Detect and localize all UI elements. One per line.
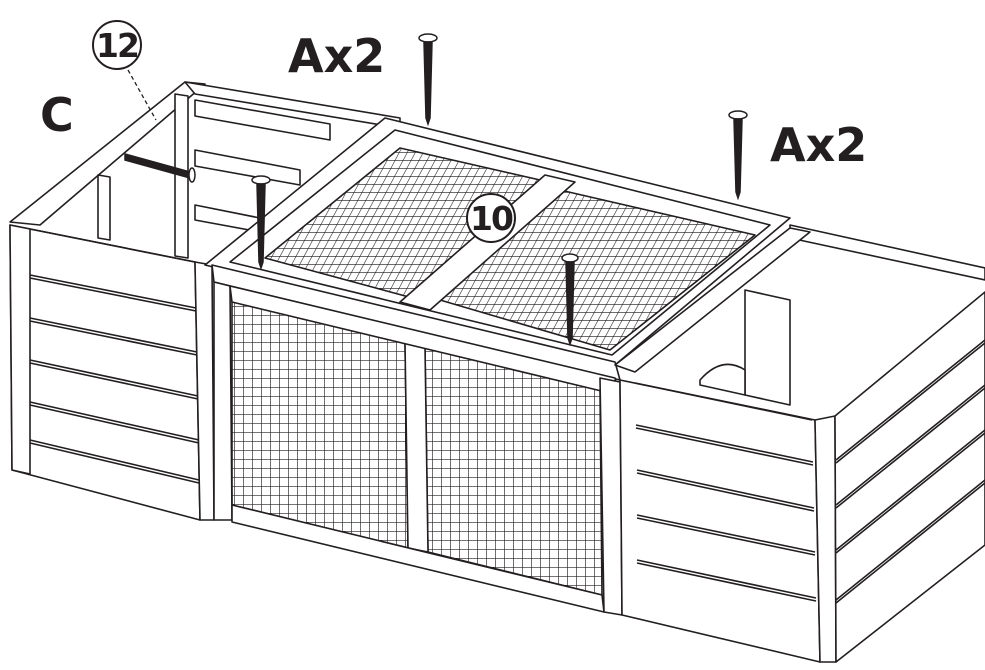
left-module-top-rail: [9, 81, 206, 226]
part-callout-12: 12: [92, 20, 142, 70]
quantity-label-left: Ax2: [288, 29, 386, 83]
screw-icon: [251, 175, 271, 271]
leader-line-12: [127, 69, 157, 121]
screw-icon: [728, 110, 748, 201]
screw-icon: [124, 153, 196, 183]
quantity-label-right: Ax2: [770, 118, 868, 172]
part-callout-10: 10: [466, 193, 516, 243]
screw-icon: [124, 33, 748, 347]
right-back-rail: [789, 224, 985, 281]
screw-icon: [418, 33, 438, 127]
screw-icon: [561, 253, 579, 347]
right-end-panel: [834, 291, 985, 663]
part-label-c: C: [40, 88, 74, 142]
